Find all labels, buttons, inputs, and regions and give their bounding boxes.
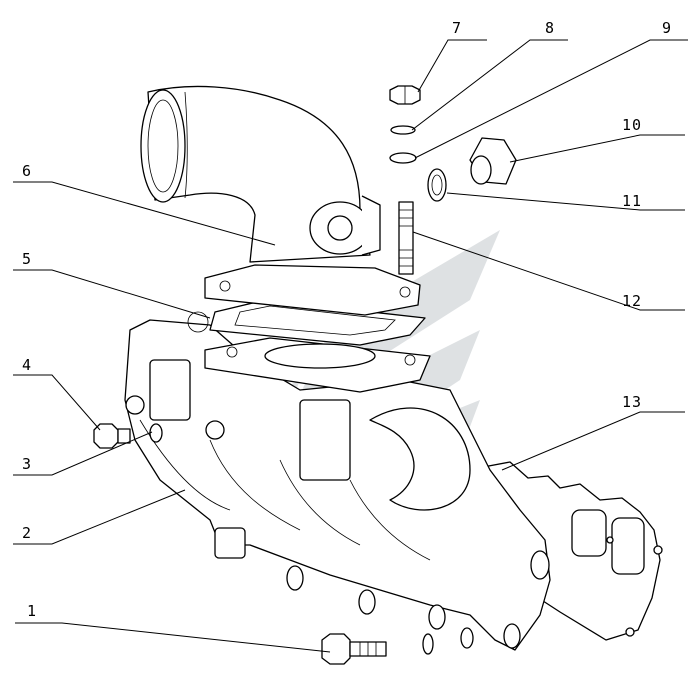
stud-12 <box>398 201 414 275</box>
callout-label-6: 6 <box>22 162 32 180</box>
callout-9: 9 <box>414 19 688 159</box>
plug-10 <box>469 137 517 185</box>
callout-label-10: 10 <box>622 116 642 134</box>
washer-8 <box>390 125 416 135</box>
callout-2: 2 <box>13 489 186 545</box>
hex-bolt-4 <box>93 423 131 449</box>
callout-label-2: 2 <box>22 524 32 542</box>
callout-label-4: 4 <box>22 356 32 374</box>
seal-ring-11 <box>427 168 447 202</box>
washer-3 <box>149 423 163 443</box>
callout-1: 1 <box>15 602 331 653</box>
callout-4: 4 <box>13 356 101 431</box>
callout-11: 11 <box>446 192 685 211</box>
washer-1a <box>422 633 434 655</box>
callout-label-3: 3 <box>22 455 32 473</box>
washer-1b <box>460 627 474 649</box>
hex-bolt-7 <box>389 85 421 105</box>
callout-8: 8 <box>411 19 568 131</box>
callout-10: 10 <box>509 116 685 163</box>
callout-label-12: 12 <box>622 292 642 310</box>
callout-3: 3 <box>13 431 153 476</box>
spring-washer-9 <box>389 152 417 164</box>
callout-label-5: 5 <box>22 250 32 268</box>
callout-12: 12 <box>412 231 685 311</box>
manifold-gasket <box>475 461 663 641</box>
callout-label-8: 8 <box>545 19 555 37</box>
callout-label-1: 1 <box>27 602 37 620</box>
callout-6: 6 <box>13 162 276 246</box>
callout-label-13: 13 <box>622 393 642 411</box>
callout-5: 5 <box>13 250 211 319</box>
callout-13: 13 <box>501 393 685 471</box>
callout-7: 7 <box>417 19 487 93</box>
hex-bolt-1 <box>321 633 387 665</box>
callout-label-7: 7 <box>452 19 462 37</box>
callout-label-9: 9 <box>662 19 672 37</box>
outlet-elbow <box>140 85 421 316</box>
callout-label-11: 11 <box>622 192 642 210</box>
adapter-flange <box>204 337 431 393</box>
